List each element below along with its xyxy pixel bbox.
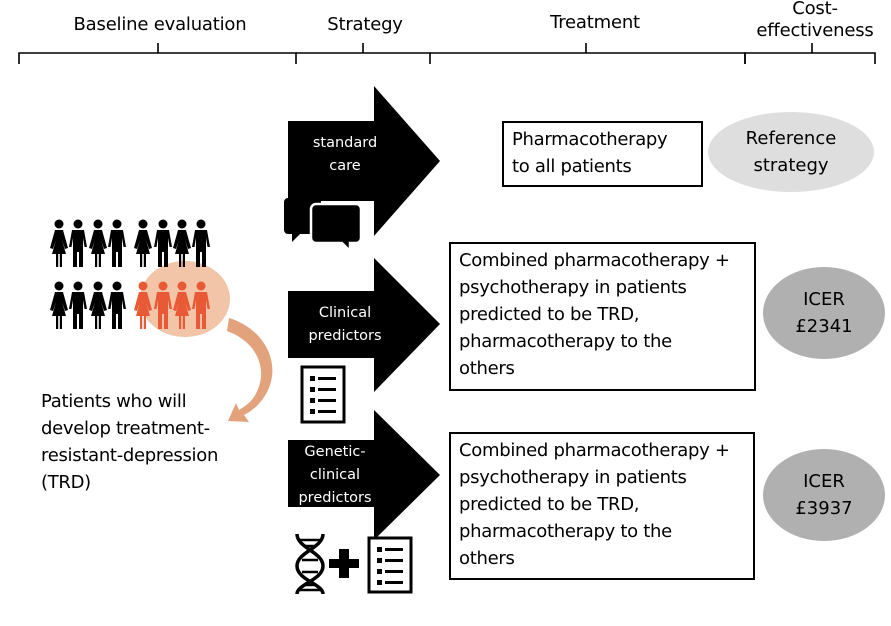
dna-icon xyxy=(295,533,325,595)
strategy-label-line: standard xyxy=(312,135,378,151)
arrow-standard-care xyxy=(288,86,440,236)
header-strategy: Strategy xyxy=(327,14,403,35)
outcome-icer-genetic-clinical: ICER £3937 xyxy=(763,449,885,541)
strategy-label-genetic-clinical-predictors: Genetic- clinical predictors xyxy=(290,441,380,510)
speech-bubbles-icon xyxy=(284,198,363,255)
strategy-label-line: Clinical xyxy=(318,305,372,321)
strategy-label-line: clinical xyxy=(309,467,361,483)
checklist-icon xyxy=(300,365,346,424)
treatment-line: Combined pharmacotherapy + xyxy=(459,250,730,271)
trd-caption-line: (TRD) xyxy=(41,472,91,493)
header-treatment: Treatment xyxy=(550,12,640,33)
strategy-label-line: predictors xyxy=(298,490,372,506)
treatment-line: pharmacotherapy to the xyxy=(459,331,672,352)
treatment-line: others xyxy=(459,358,515,379)
treatment-line: Pharmacotherapy xyxy=(512,129,668,150)
outcome-line: Reference xyxy=(745,128,837,149)
strategy-label-line: predictors xyxy=(308,328,382,344)
bracket-cost xyxy=(744,43,876,64)
outcome-line: £3937 xyxy=(795,498,853,519)
outcome-line: ICER xyxy=(803,289,845,310)
outcome-line: ICER xyxy=(803,471,845,492)
header-cost-line1: Cost- xyxy=(792,0,838,19)
checklist-icon xyxy=(367,536,413,594)
outcome-reference-strategy: Reference strategy xyxy=(708,112,874,192)
outcome-icer-clinical: ICER £2341 xyxy=(763,267,885,359)
header-cost-effectiveness: Cost- effectiveness xyxy=(755,0,875,42)
treatment-box-genetic-clinical-predictors: Combined pharmacotherapy + psychotherapy… xyxy=(449,432,755,580)
treatment-box-clinical-predictors: Combined pharmacotherapy + psychotherapy… xyxy=(449,242,756,391)
treatment-line: psychotherapy in patients xyxy=(459,467,687,488)
header-baseline-evaluation: Baseline evaluation xyxy=(73,14,247,35)
strategy-label-clinical-predictors: Clinical predictors xyxy=(290,302,400,348)
header-cost-line2: effectiveness xyxy=(756,20,874,41)
treatment-line: others xyxy=(459,548,515,569)
treatment-line: Combined pharmacotherapy + xyxy=(459,440,730,461)
trd-caption-line: develop treatment- xyxy=(41,418,210,439)
treatment-line: predicted to be TRD, xyxy=(459,304,640,325)
curved-arrow-to-trd xyxy=(227,318,273,422)
treatment-line: pharmacotherapy to the xyxy=(459,521,672,542)
treatment-box-standard-care: Pharmacotherapy to all patients xyxy=(502,121,703,187)
strategy-label-standard-care: standard care xyxy=(290,132,400,178)
arrow-clinical-predictors xyxy=(288,258,440,392)
trd-caption: Patients who will develop treatment- res… xyxy=(41,388,218,496)
strategy-label-line: care xyxy=(329,158,361,174)
trd-caption-line: Patients who will xyxy=(41,391,187,412)
plus-icon xyxy=(329,549,359,578)
outcome-line: £2341 xyxy=(795,316,853,337)
treatment-line: predicted to be TRD, xyxy=(459,494,640,515)
trd-caption-line: resistant-depression xyxy=(41,445,219,466)
strategy-label-line: Genetic- xyxy=(304,444,366,460)
treatment-line: to all patients xyxy=(512,156,632,177)
treatment-line: psychotherapy in patients xyxy=(459,277,687,298)
arrow-genetic-clinical-predictors xyxy=(288,410,440,540)
outcome-line: strategy xyxy=(753,155,829,176)
